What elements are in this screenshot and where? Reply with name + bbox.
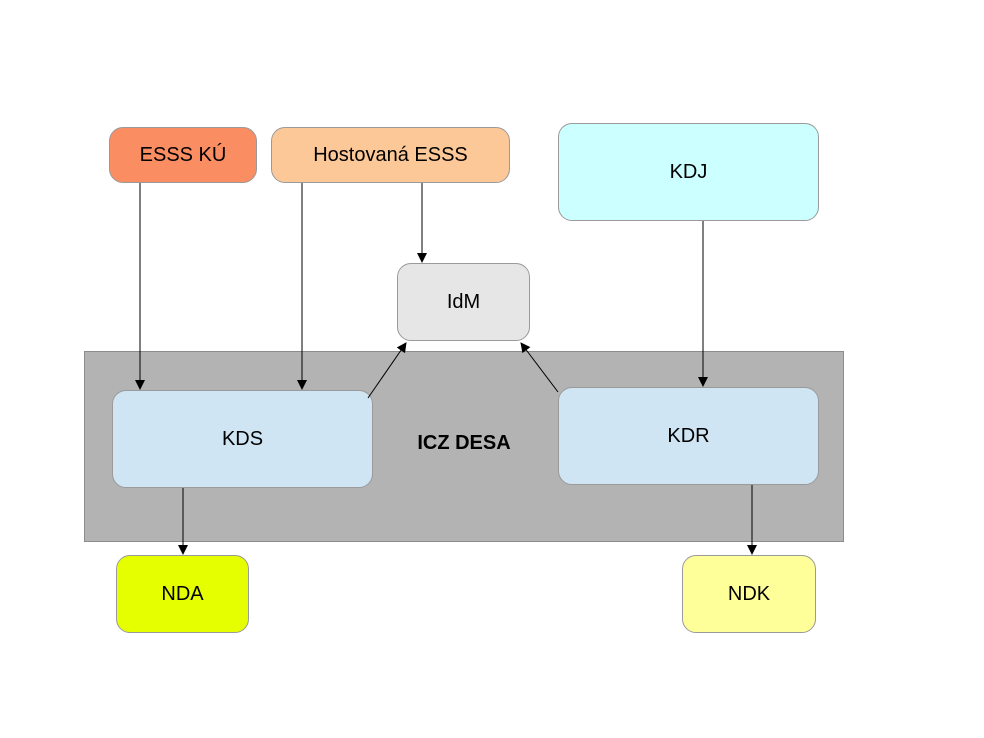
- esss-ku-node: ESSS KÚ: [109, 127, 257, 183]
- idm-node: IdM: [397, 263, 530, 341]
- kdj-node: KDJ: [558, 123, 819, 221]
- ndk-node: NDK: [682, 555, 816, 633]
- kdr-node: KDR: [558, 387, 819, 485]
- hostovana-esss-node: Hostovaná ESSS: [271, 127, 510, 183]
- kds-node: KDS: [112, 390, 373, 488]
- nda-node: NDA: [116, 555, 249, 633]
- icz-desa-group-label: ICZ DESA: [417, 432, 511, 454]
